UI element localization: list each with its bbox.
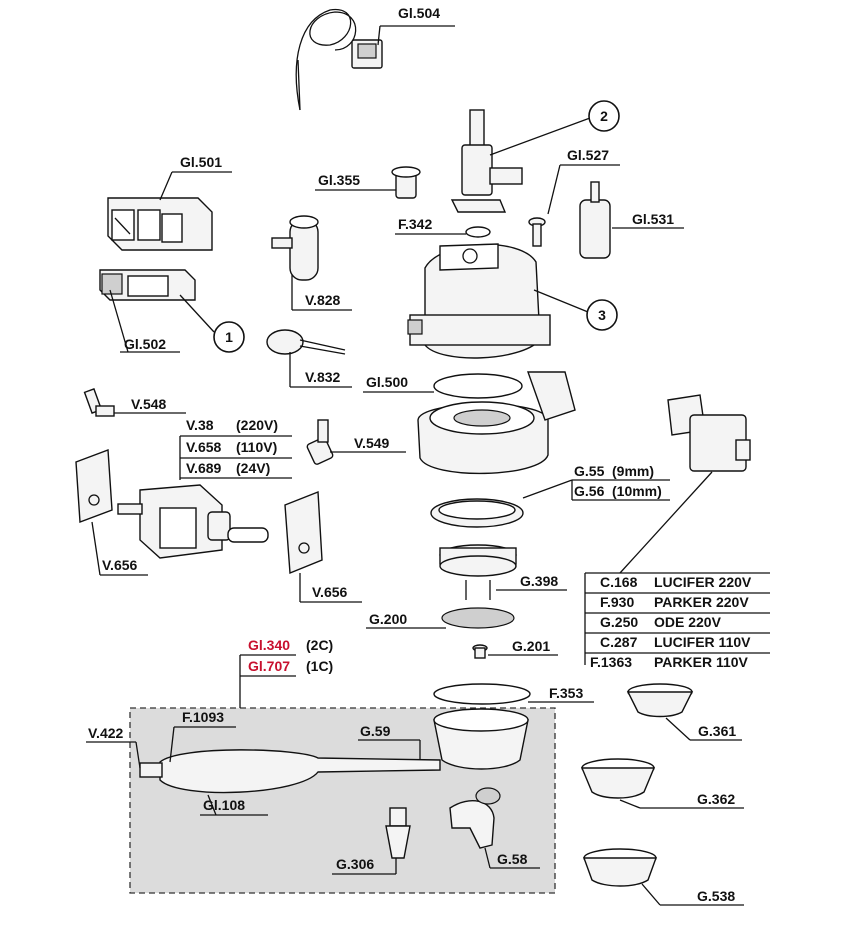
- label-gl707-note: (1C): [306, 658, 333, 674]
- label-g250: G.250: [600, 614, 638, 630]
- part-g55-g56-gasket: [430, 498, 524, 528]
- part-g538-ring: [583, 848, 657, 887]
- callout-2: [588, 100, 620, 132]
- part-group-head: [417, 371, 576, 475]
- label-g56: G.56: [574, 483, 605, 499]
- label-c168-note: LUCIFER 220V: [654, 574, 752, 590]
- part-g58-spout: [449, 787, 501, 849]
- label-f353: F.353: [549, 685, 583, 701]
- label-c168: C.168: [600, 574, 638, 590]
- label-gl500: Gl.500: [366, 374, 408, 390]
- label-f1093: F.1093: [182, 709, 224, 725]
- label-v38-note: (220V): [236, 417, 278, 433]
- part-gl531: [579, 181, 611, 259]
- label-v38: V.38: [186, 417, 214, 433]
- part-v549-elbow: [306, 419, 334, 465]
- label-g361: G.361: [698, 723, 736, 739]
- label-v658-note: (110V): [236, 439, 277, 455]
- label-g201: G.201: [512, 638, 550, 654]
- part-g306-spout: [385, 807, 411, 859]
- label-gl340: Gl.340: [248, 637, 290, 653]
- part-steam-valve: [450, 109, 523, 213]
- part-pump: [117, 484, 269, 559]
- label-gl340-note: (2C): [306, 637, 333, 653]
- part-boiler: [407, 243, 551, 359]
- part-v656-left: [75, 449, 113, 523]
- part-gl502-switch: [99, 269, 196, 301]
- label-c287: C.287: [600, 634, 638, 650]
- label-gl502: Gl.502: [124, 336, 166, 352]
- label-gl527: Gl.527: [567, 147, 609, 163]
- part-gl504-thermostat: [295, 8, 383, 111]
- label-f930-note: PARKER 220V: [654, 594, 749, 610]
- part-g200-screen: [441, 607, 515, 629]
- part-solenoid-valve: [667, 394, 751, 472]
- label-f1363-note: PARKER 110V: [654, 654, 749, 670]
- label-v422: V.422: [88, 725, 124, 741]
- label-v689: V.689: [186, 460, 222, 476]
- label-g55: G.55: [574, 463, 605, 479]
- label-gl504: Gl.504: [398, 5, 440, 21]
- part-g201-screw: [472, 644, 488, 659]
- callout-1-text: 1: [225, 329, 233, 345]
- label-v658: V.658: [186, 439, 222, 455]
- callout-3: [586, 299, 618, 331]
- label-g59: G.59: [360, 723, 391, 739]
- label-gl355: Gl.355: [318, 172, 360, 188]
- label-gl531: Gl.531: [632, 211, 674, 227]
- label-v656-left: V.656: [102, 557, 138, 573]
- label-g58: G.58: [497, 851, 528, 867]
- label-v656-right: V.656: [312, 584, 348, 600]
- part-gl527-screw: [528, 217, 546, 247]
- label-gl501: Gl.501: [180, 154, 222, 170]
- part-g398: [439, 544, 517, 600]
- label-v689-note: (24V): [236, 460, 270, 476]
- label-gl108: Gl.108: [203, 797, 245, 813]
- label-v548: V.548: [131, 396, 167, 412]
- callout-3-text: 3: [598, 307, 606, 323]
- part-portafilter: [139, 708, 529, 794]
- part-v656-right: [284, 490, 323, 575]
- label-g250-note: ODE 220V: [654, 614, 722, 630]
- part-v832: [266, 329, 346, 355]
- label-f930: F.930: [600, 594, 634, 610]
- part-f342-oring: [465, 226, 491, 238]
- label-v832: V.832: [305, 369, 341, 385]
- part-f353-gasket: [433, 683, 531, 705]
- label-g56-note: (10mm): [612, 483, 662, 499]
- label-f1363: F.1363: [590, 654, 632, 670]
- part-gl500-gasket: [433, 373, 523, 399]
- label-v549: V.549: [354, 435, 390, 451]
- label-f342: F.342: [398, 216, 432, 232]
- part-v548-fitting: [83, 388, 115, 417]
- callout-2-text: 2: [600, 108, 608, 124]
- part-g361-basket: [626, 683, 694, 718]
- label-g538: G.538: [697, 888, 735, 904]
- part-gl501-switch: [107, 197, 213, 251]
- label-g55-note: (9mm): [612, 463, 654, 479]
- label-g398: G.398: [520, 573, 558, 589]
- part-v828: [271, 215, 319, 281]
- label-g362: G.362: [697, 791, 735, 807]
- label-v828: V.828: [305, 292, 341, 308]
- label-g200: G.200: [369, 611, 407, 627]
- part-gl355: [391, 166, 421, 199]
- label-c287-note: LUCIFER 110V: [654, 634, 751, 650]
- part-g362-basket: [580, 758, 656, 799]
- label-g306: G.306: [336, 856, 374, 872]
- label-gl707: Gl.707: [248, 658, 290, 674]
- callout-1: [213, 321, 245, 353]
